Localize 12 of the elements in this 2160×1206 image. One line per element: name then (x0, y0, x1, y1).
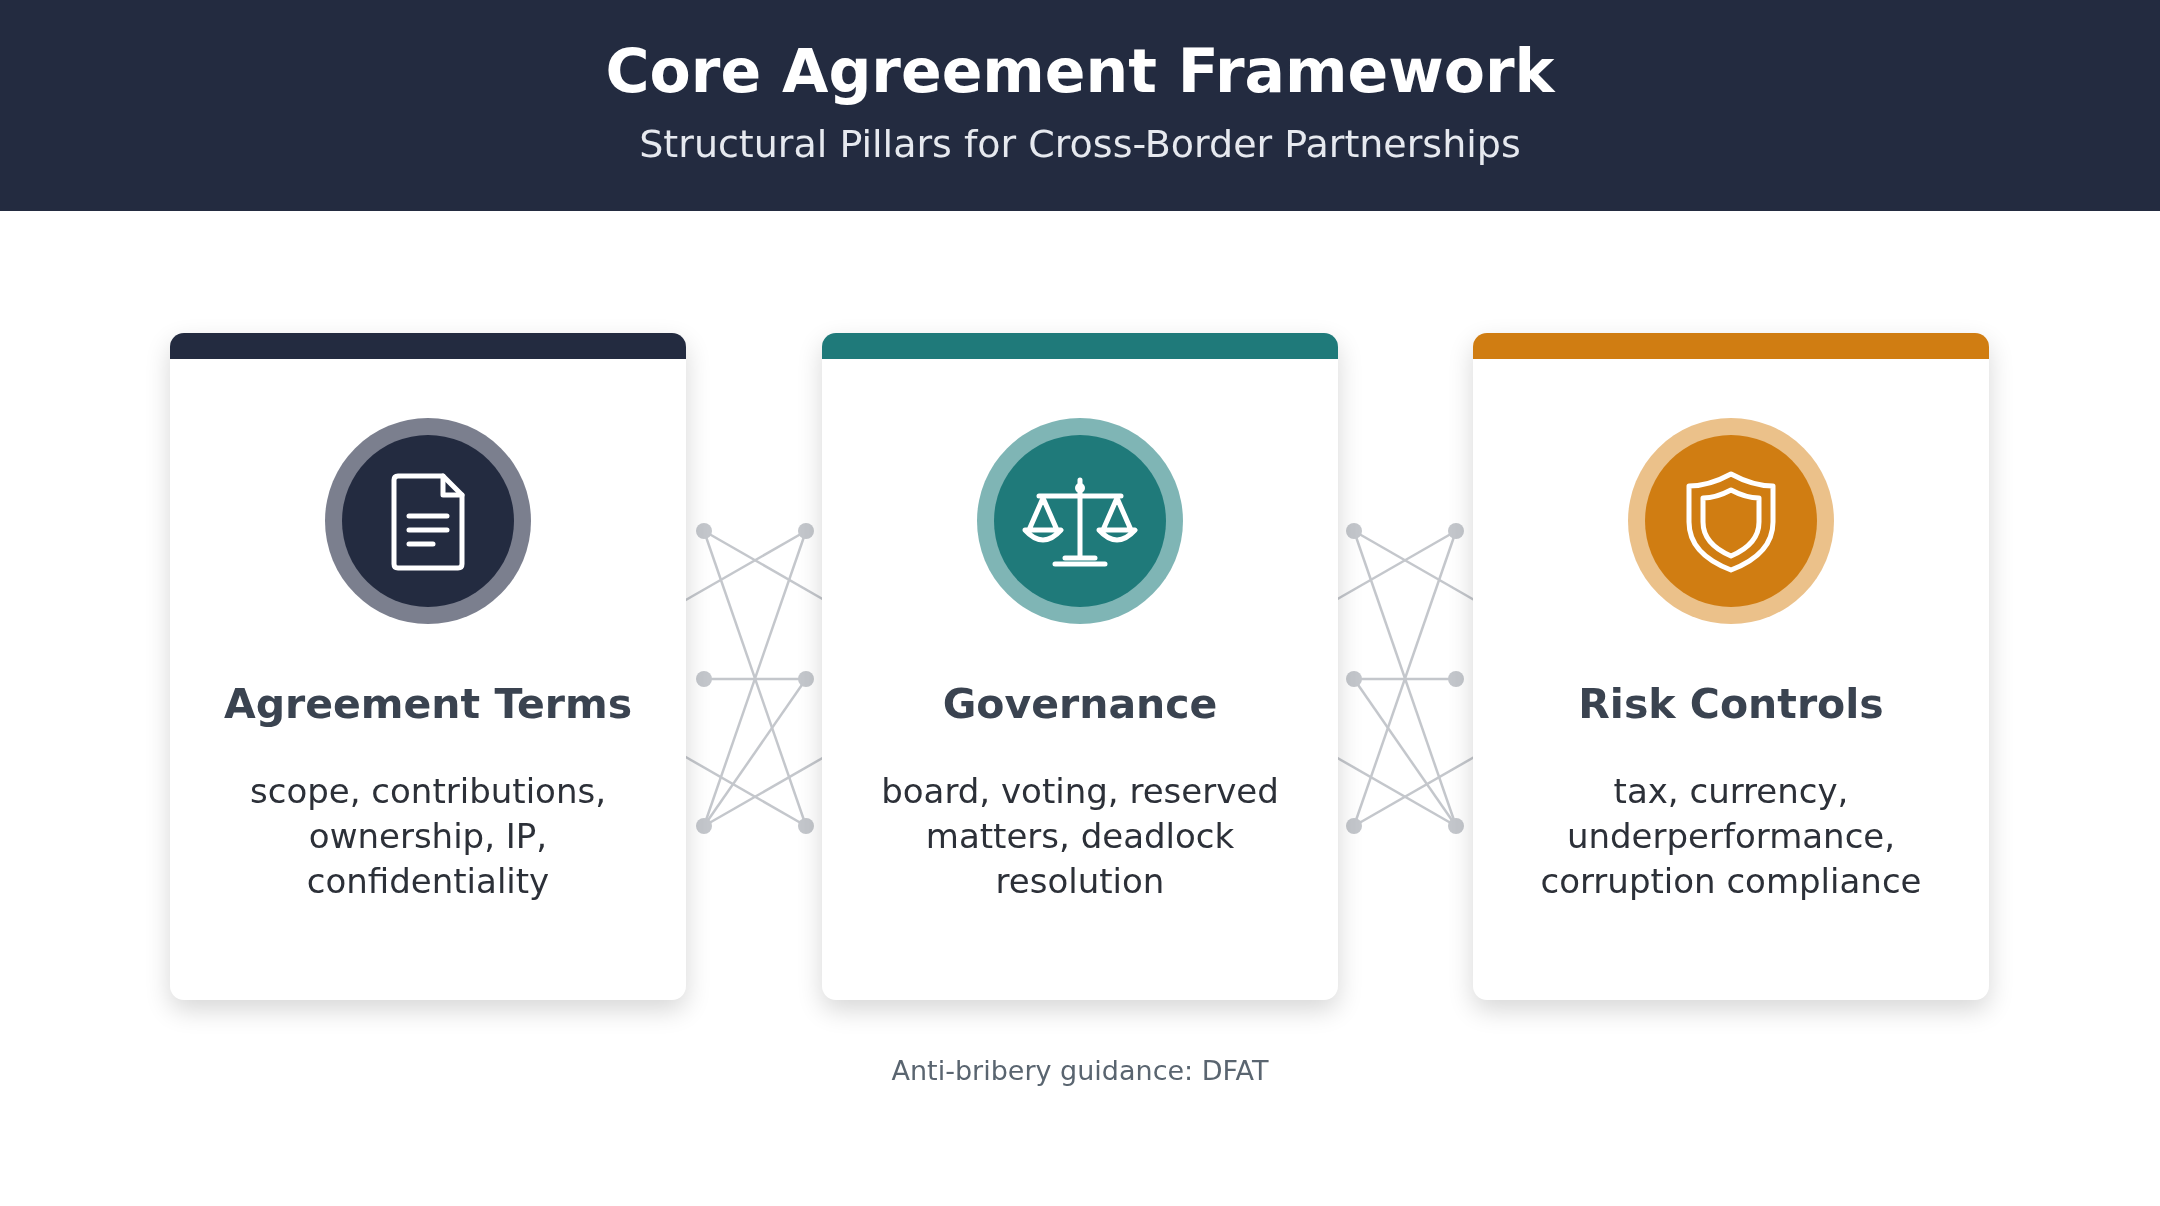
card-description: tax, currency, underperformance, corruption compliance (1539, 770, 1923, 903)
subtitle: Structural Pillars for Cross-Border Partnerships (638, 121, 1522, 168)
pillar-card (822, 333, 1338, 1000)
card-description: board, voting, reserved matters, deadlock resolution (880, 770, 1280, 903)
card-description: scope, contributions, ownership, IP, confidentiality (249, 770, 607, 903)
pillar-card (1473, 333, 1989, 1000)
pillar-card (170, 333, 686, 1000)
card-heading: Risk Controls (1577, 679, 1885, 730)
card-heading: Agreement Terms (222, 679, 634, 730)
source-note: Anti-bribery guidance: DFAT (890, 1055, 1270, 1086)
title: Core Agreement Framework (604, 35, 1556, 108)
card-heading: Governance (941, 679, 1219, 730)
